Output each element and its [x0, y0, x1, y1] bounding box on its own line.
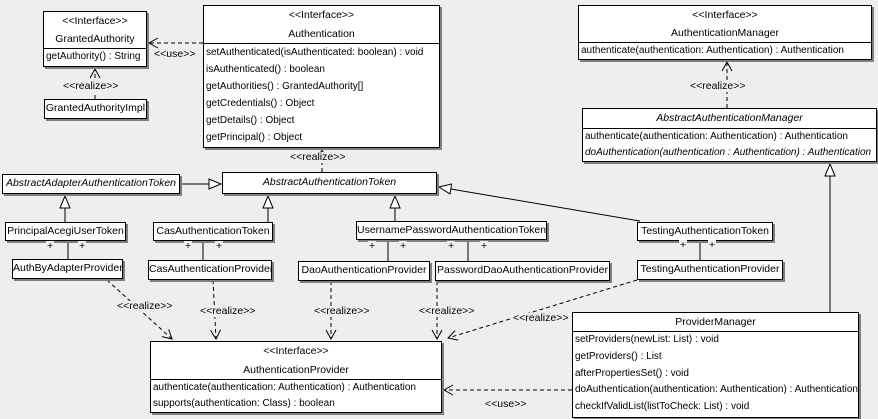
- method-label: authenticate(authentication: Authenticat…: [581, 45, 844, 56]
- class-name: AbstractAdapterAuthenticationToken: [5, 177, 177, 189]
- class-name: PasswordDaoAuthenticationProvider: [436, 264, 608, 276]
- gen-testing-to-abstract-token: [439, 187, 641, 222]
- class-authentication-provider: <<Interface>> AuthenticationProvider authe…: [150, 341, 442, 413]
- class-name: TestingAuthenticationToken: [641, 225, 769, 237]
- stereotype-label: <<Interface>>: [263, 345, 329, 357]
- method-label: supports(authentication: Class) : boolea…: [153, 397, 335, 409]
- label-realize-granted-authority-impl: <<realize>>: [62, 80, 120, 92]
- label-realize-abstract-authentication-manager: <<realize>>: [689, 80, 747, 92]
- method-label: getCredentials() : Object: [206, 98, 315, 109]
- class-principal-acegi-user-token: PrincipalAcegiUserToken: [5, 222, 126, 241]
- class-name: PrincipalAcegiUserToken: [7, 225, 124, 237]
- class-testing-authentication-token: TestingAuthenticationToken: [637, 222, 773, 241]
- method-label: isAuthenticated() : boolean: [206, 64, 325, 75]
- label-plus-1: +: [46, 240, 55, 252]
- class-name: DaoAuthenticationProvider: [301, 264, 427, 276]
- class-name: AuthenticationProvider: [243, 363, 349, 376]
- class-auth-by-adapter-provider: AuthByAdapterProvider: [12, 259, 123, 279]
- label-realize-dao-authentication-provider: <<realize>>: [313, 305, 371, 317]
- class-name: GrantedAuthority: [55, 33, 135, 45]
- class-name: CasAuthenticationToken: [156, 225, 270, 237]
- method-label: getAuthority() : String: [46, 51, 141, 62]
- class-name: ProviderManager: [675, 316, 756, 328]
- class-testing-authentication-provider: TestingAuthenticationProvider: [637, 260, 783, 280]
- stereotype-label: <<Interface>>: [288, 9, 355, 21]
- method-label: doAuthentication(authentication : Authen…: [585, 146, 872, 158]
- class-abstract-authentication-manager: AbstractAuthenticationManager authenticat…: [582, 108, 877, 162]
- label-use-provider-manager: <<use>>: [484, 398, 528, 410]
- method-label: checkIfValidList(listToCheck: List) : vo…: [575, 401, 750, 413]
- label-plus-10: +: [708, 239, 717, 251]
- label-plus-4: +: [215, 240, 224, 252]
- label-plus-2: +: [78, 240, 87, 252]
- stereotype-label: <<Interface>>: [692, 9, 758, 21]
- method-label: getAuthorities() : GrantedAuthority[]: [206, 81, 364, 92]
- class-authentication: <<Interface>> Authentication setAuthentica…: [203, 5, 440, 148]
- method-label: getProviders() : List: [575, 350, 662, 362]
- class-granted-authority: <<Interface>> GrantedAuthority getAuthorit…: [43, 11, 147, 67]
- label-plus-6: +: [399, 240, 408, 252]
- class-dao-authentication-provider: DaoAuthenticationProvider: [298, 261, 430, 281]
- label-plus-9: +: [679, 239, 688, 251]
- method-label: authenticate(authentication: Authenticat…: [585, 131, 848, 142]
- label-realize-auth-by-adapter-provider: <<realize>>: [116, 300, 174, 312]
- label-realize-testing-authentication-provider: <<realize>>: [512, 312, 570, 324]
- label-realize-password-dao-authentication-provider: <<realize>>: [418, 305, 476, 317]
- label-plus-8: +: [480, 240, 489, 252]
- class-authentication-manager: <<Interface>> AuthenticationManager authen…: [578, 5, 872, 60]
- label-realize-cas-authentication-provider: <<realize>>: [199, 305, 257, 317]
- class-name: AuthByAdapterProvider: [13, 262, 122, 274]
- class-name: AuthenticationManager: [671, 27, 779, 39]
- class-name: AbstractAuthenticationManager: [656, 112, 803, 124]
- class-password-dao-authentication-provider: PasswordDaoAuthenticationProvider: [435, 261, 610, 281]
- method-label: setAuthenticated(isAuthenticated: boolea…: [206, 47, 424, 58]
- class-granted-authority-impl: GrantedAuthorityImpl: [44, 99, 147, 119]
- class-username-password-authentication-token: UsernamePasswordAuthenticationToken: [356, 221, 547, 240]
- method-label: afterPropertiesSet() : void: [575, 367, 689, 379]
- class-abstract-adapter-authentication-token: AbstractAdapterAuthenticationToken: [2, 174, 180, 194]
- class-name: GrantedAuthorityImpl: [45, 102, 146, 114]
- class-abstract-authentication-token: AbstractAuthenticationToken: [222, 172, 437, 194]
- method-label: getPrincipal() : Object: [206, 132, 303, 143]
- method-label: getDetails() : Object: [206, 115, 295, 126]
- label-plus-3: +: [184, 240, 193, 252]
- class-name: TestingAuthenticationProvider: [640, 263, 780, 275]
- class-cas-authentication-token: CasAuthenticationToken: [153, 222, 273, 241]
- label-use-granted-authority: <<use>>: [153, 48, 197, 60]
- class-name: AbstractAuthenticationToken: [262, 176, 397, 188]
- class-name: CasAuthenticationProvider: [149, 263, 271, 275]
- label-plus-7: +: [447, 240, 456, 252]
- class-name: Authentication: [288, 27, 355, 40]
- label-plus-5: +: [368, 240, 377, 252]
- class-name: UsernamePasswordAuthenticationToken: [357, 224, 546, 236]
- method-label: authenticate(authentication: Authenticat…: [153, 382, 416, 393]
- label-realize-abstract-authentication-token: <<realize>>: [289, 151, 347, 163]
- stereotype-label: <<Interface>>: [62, 15, 128, 27]
- class-cas-authentication-provider: CasAuthenticationProvider: [148, 260, 272, 280]
- class-provider-manager: ProviderManager setProviders(newList: Lis…: [572, 312, 859, 418]
- method-label: setProviders(newList: List) : void: [575, 334, 719, 345]
- method-label: doAuthentication(authentication: Authent…: [575, 384, 858, 396]
